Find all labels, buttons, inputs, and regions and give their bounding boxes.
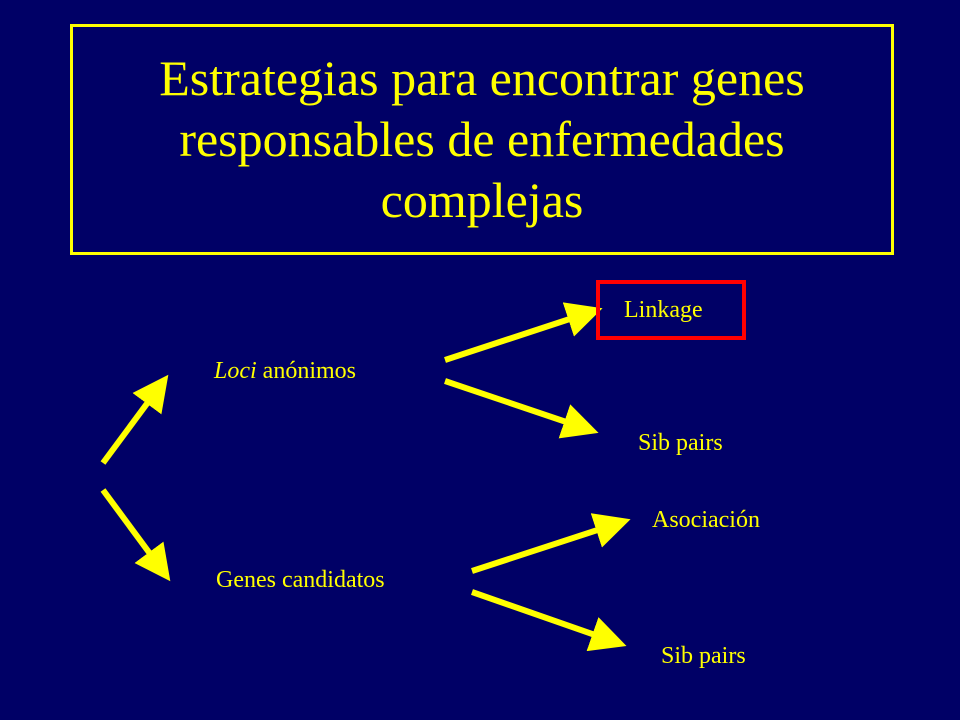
arrow-root-to-genes [100,488,171,582]
arrow-genes-to-asociacion [471,513,631,574]
node-loci-italic: Loci [214,358,257,384]
node-sib-pairs-bottom: Sib pairs [661,643,746,669]
node-loci-rest: anónimos [256,358,356,384]
arrow-loci-to-sibpairs [444,378,599,439]
arrow-root-to-loci [100,374,169,465]
node-linkage: Linkage [624,297,703,323]
node-sib-pairs-top: Sib pairs [638,430,723,456]
node-loci-anonimos: Loci anónimos [214,357,356,385]
arrow-loci-to-linkage [444,302,603,363]
slide-title: Estrategias para encontrar genes respons… [159,50,805,228]
node-genes-candidatos: Genes candidatos [216,567,385,593]
node-asociacion: Asociación [652,507,760,533]
arrow-genes-to-sibpairs [471,589,627,652]
title-box: Estrategias para encontrar genes respons… [70,24,894,255]
linkage-highlight-box [596,280,746,340]
